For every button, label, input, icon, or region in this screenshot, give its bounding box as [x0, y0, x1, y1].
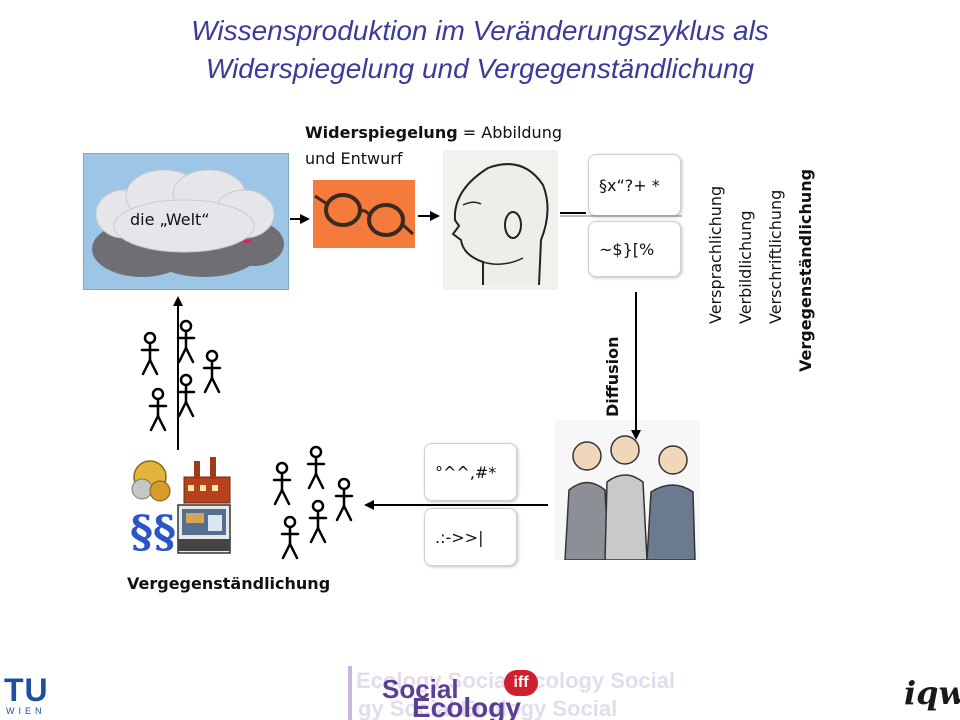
stick-figure [280, 515, 300, 560]
tu-logo-main: TU [4, 672, 49, 708]
iff-badge: iff [504, 670, 538, 696]
speech-bubble-low2: .:->>| [424, 508, 517, 566]
laptop-icon [177, 504, 231, 554]
head-image [443, 150, 558, 290]
widerspiegelung-term: Widerspiegelung [305, 123, 458, 142]
stick-figure [148, 387, 168, 432]
glasses-icon [314, 193, 415, 237]
stick-figures-upper [140, 319, 222, 432]
speech-bubble-low1: °^^,#* [424, 443, 517, 501]
widerspiegelung-line2: und Entwurf [305, 149, 403, 168]
speech-bubble-mid: ~$}[% [588, 221, 681, 277]
social-ecology-logo: Ecology Social Ecology Social gy Social … [348, 666, 678, 720]
factory-icon [183, 457, 231, 504]
title-line-2: Widerspiegelung und Vergegenständlichung [205, 53, 755, 84]
stick-figure [176, 319, 196, 364]
stick-figures-lower [272, 445, 354, 560]
paragraph-icon: §§ [130, 507, 176, 555]
cloud-graphic [92, 169, 284, 277]
coins-icon [131, 460, 171, 502]
stick-figure [306, 445, 326, 490]
stick-figure [308, 499, 328, 544]
stick-figure [272, 461, 292, 506]
ecology-text: Ecology [412, 692, 521, 720]
social-text: Social [382, 674, 459, 704]
glasses-image [313, 180, 415, 248]
widerspiegelung-label: Widerspiegelung = Abbildung und Entwurf [305, 120, 562, 172]
stick-figure [140, 331, 160, 376]
stick-figure [334, 477, 354, 522]
head-profile-icon [451, 163, 549, 286]
widerspiegelung-definition: = Abbildung [457, 123, 562, 142]
objects-image: §§ [128, 455, 232, 555]
objects-collage: §§ [130, 457, 231, 555]
people-group-image [555, 420, 700, 560]
stick-figure [202, 349, 222, 394]
vergegenstaendlichung-label: Vergegenständlichung [127, 574, 331, 593]
page-title: Wissensproduktion im Veränderungszyklus … [0, 12, 960, 88]
stick-figure [176, 373, 196, 418]
iqw-logo: iqw [904, 674, 960, 712]
tu-wien-logo: TU WIEN [4, 672, 62, 718]
svg-text:§§: §§ [130, 507, 176, 555]
world-label: die „Welt“ [130, 210, 210, 229]
discussion-people-icon [555, 420, 700, 560]
speech-bubble-top: §x“?+ * [588, 154, 681, 216]
world-image: die „Welt“ [83, 153, 289, 290]
title-line-1: Wissensproduktion im Veränderungszyklus … [191, 15, 769, 46]
tu-logo-sub: WIEN [6, 706, 46, 716]
